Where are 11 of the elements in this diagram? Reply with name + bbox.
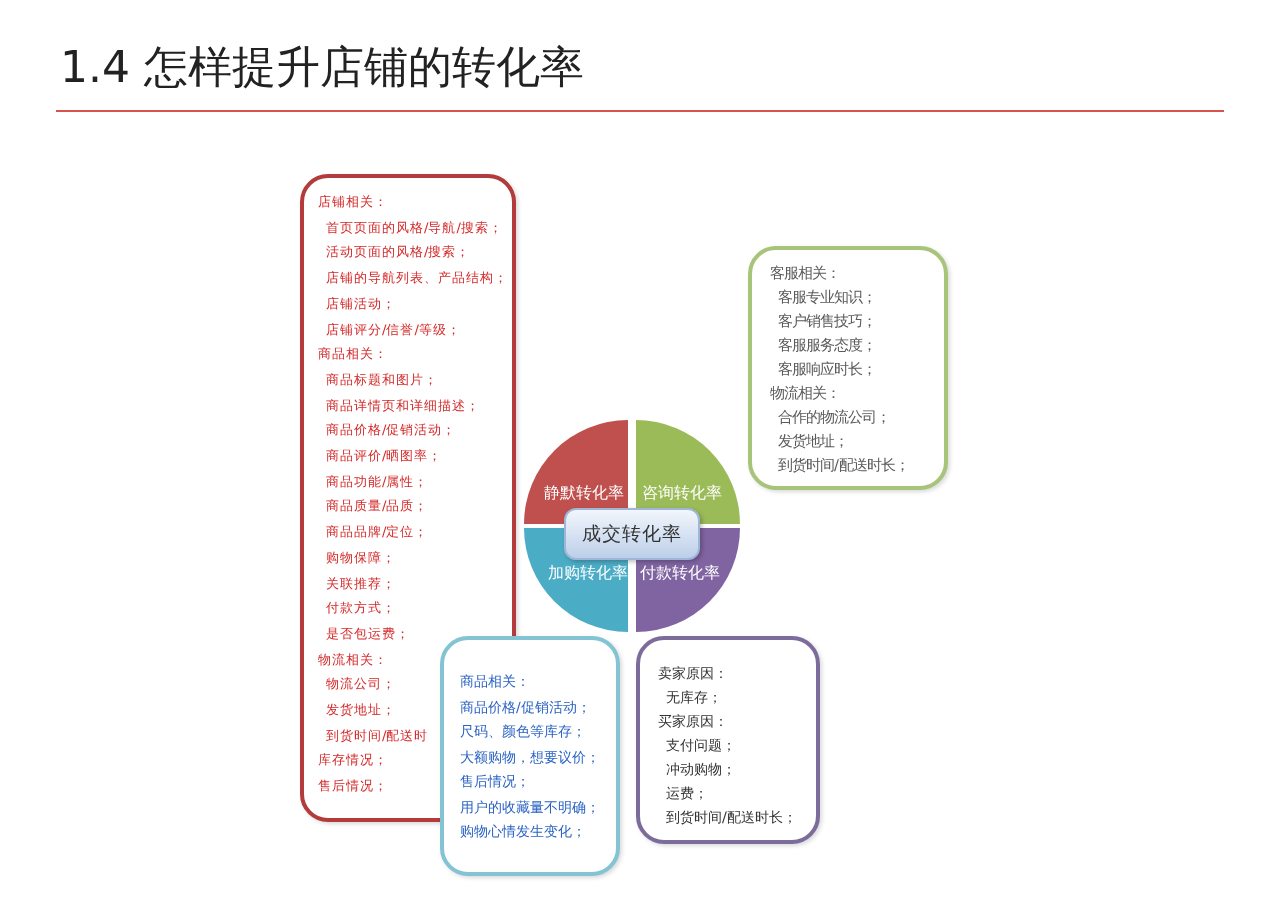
note-card: [300, 174, 516, 822]
slide-title: 1.4 怎样提升店铺的转化率: [60, 42, 584, 96]
segment-label: 付款转化率: [640, 564, 720, 584]
center-label: 成交转化率: [582, 523, 682, 545]
segment-label: 咨询转化率: [642, 484, 722, 504]
note-card: [636, 636, 820, 844]
note-card: [440, 636, 620, 876]
note-card: [748, 246, 948, 490]
center-box: [564, 508, 700, 560]
segment-label: 静默转化率: [544, 484, 624, 504]
segment-label: 加购转化率: [548, 564, 628, 584]
